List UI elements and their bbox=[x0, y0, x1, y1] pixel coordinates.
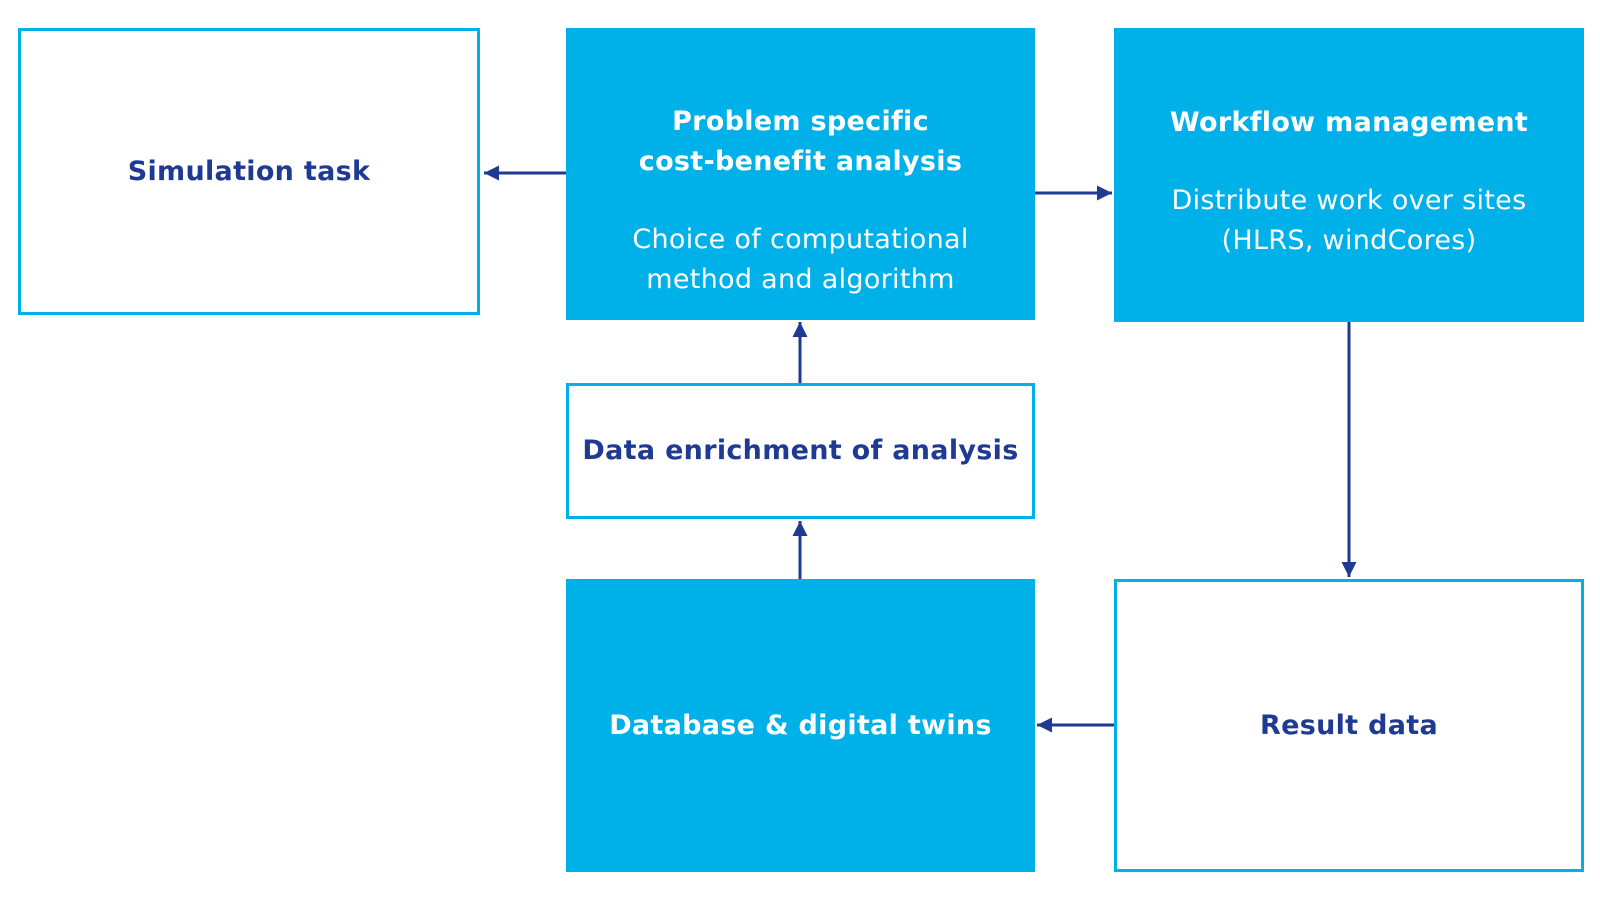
simulation-task-title: Simulation task bbox=[127, 155, 371, 187]
data-enrichment-title: Data enrichment of analysis bbox=[582, 435, 1019, 466]
node-database-digital-twins: Database & digital twins bbox=[566, 579, 1035, 872]
cost-benefit-title-line2: cost-benefit analysis bbox=[638, 146, 963, 177]
workflow-body-line2: (HLRS, windCores) bbox=[1221, 225, 1477, 256]
workflow-title: Workflow management bbox=[1169, 107, 1529, 138]
node-result-data: Result data bbox=[1114, 579, 1584, 872]
cost-benefit-title-line1: Problem specific bbox=[672, 106, 929, 137]
node-data-enrichment: Data enrichment of analysis bbox=[566, 383, 1035, 519]
node-simulation-task: Simulation task bbox=[18, 28, 480, 315]
node-cost-benefit-analysis: Problem specific cost-benefit analysis C… bbox=[566, 28, 1035, 320]
result-data-title: Result data bbox=[1260, 709, 1438, 741]
workflow-body-line1: Distribute work over sites bbox=[1171, 185, 1527, 216]
node-workflow-management: Workflow management Distribute work over… bbox=[1114, 28, 1584, 322]
cost-benefit-body-line1: Choice of computational bbox=[632, 224, 969, 255]
cost-benefit-body-line2: method and algorithm bbox=[646, 264, 955, 295]
database-title: Database & digital twins bbox=[609, 709, 992, 741]
